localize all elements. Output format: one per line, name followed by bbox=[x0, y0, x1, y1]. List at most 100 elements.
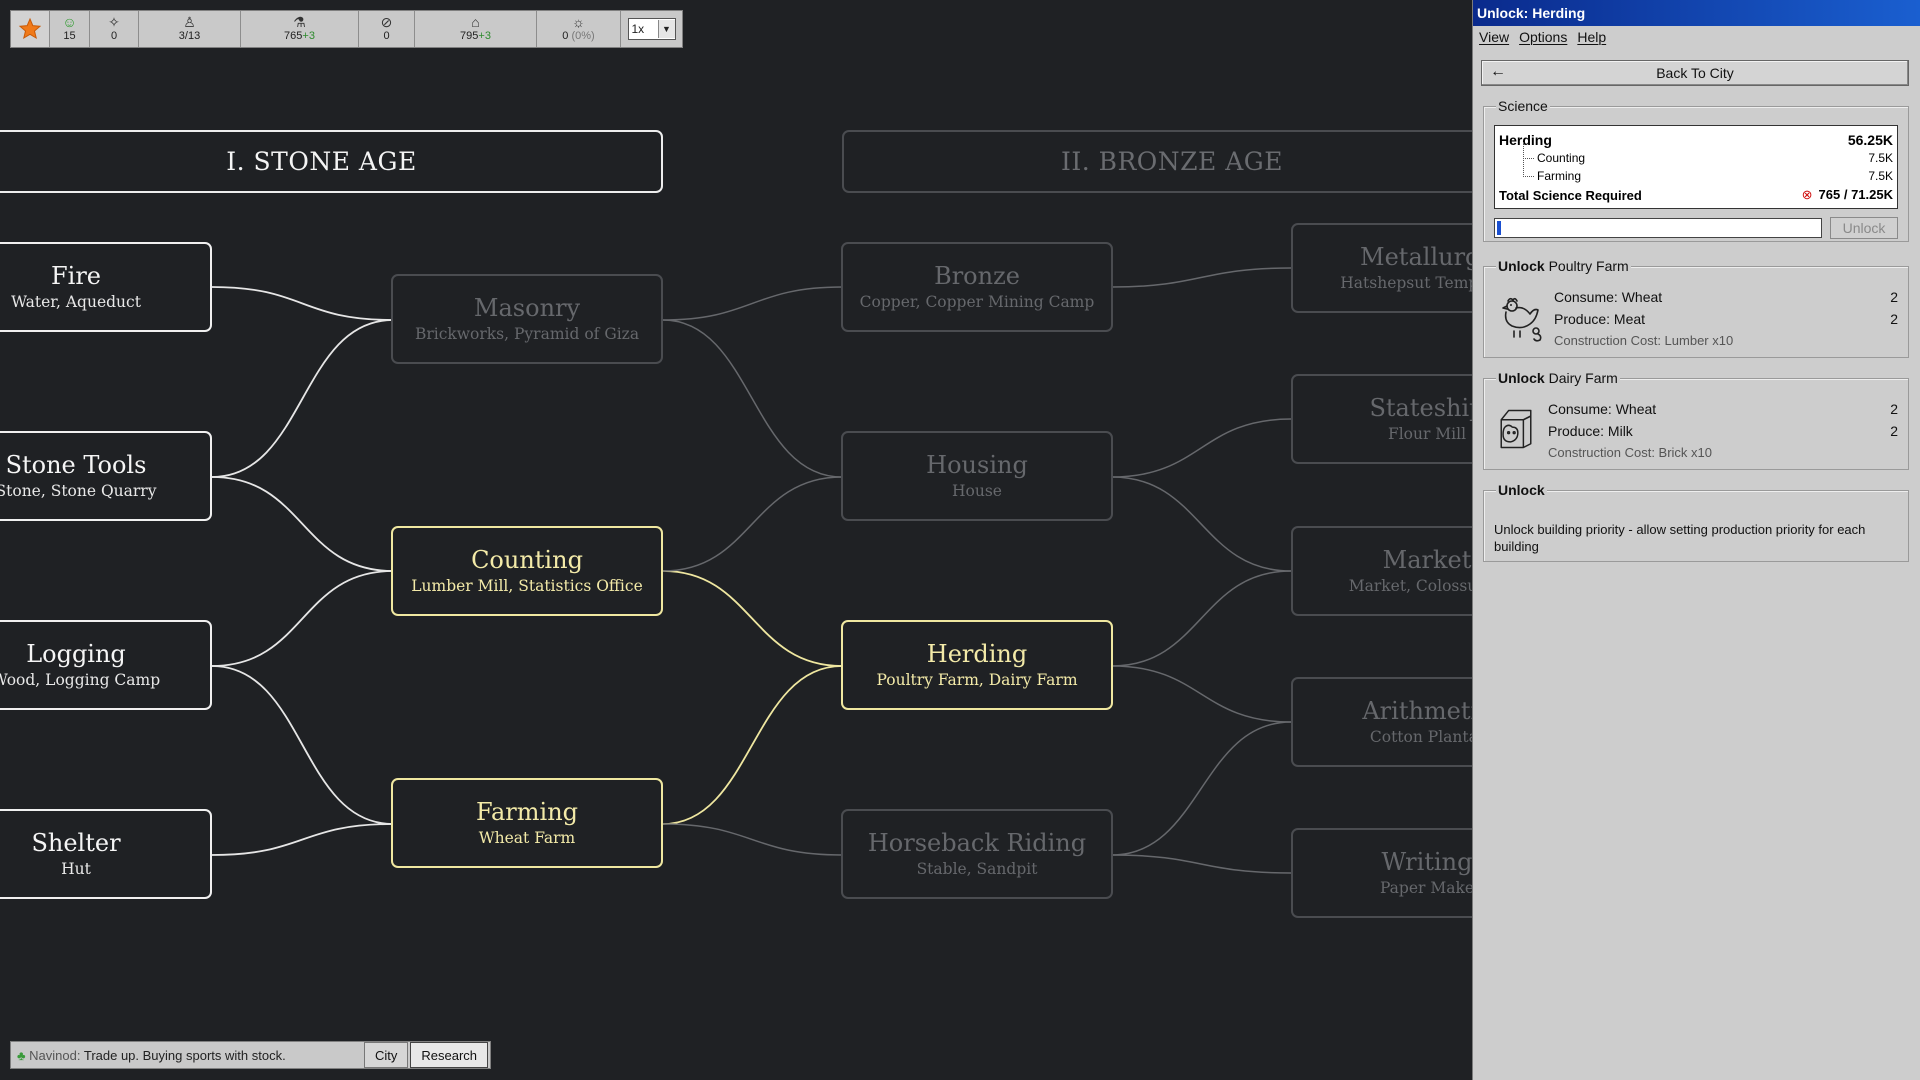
group-title: Unlock bbox=[1496, 482, 1547, 498]
tech-cost: 56.25K bbox=[1847, 132, 1893, 148]
arrow-left-icon: ← bbox=[1490, 63, 1506, 80]
science-breakdown: Herding 56.25K Counting 7.5K Farming 7.5… bbox=[1494, 125, 1898, 209]
tech-unlocks: Stable, Sandpit bbox=[916, 860, 1038, 878]
science-group: Science Herding 56.25K Counting 7.5K Far… bbox=[1483, 98, 1909, 242]
link-stonetools-counting bbox=[211, 476, 394, 572]
lightbulb-icon: ☼ bbox=[572, 14, 585, 30]
tech-node-metallurgy[interactable]: Metallurgy Hatshepsut Temple, B bbox=[1291, 223, 1472, 313]
city-view-button[interactable]: City bbox=[363, 1042, 409, 1068]
link-herding-market bbox=[1111, 570, 1292, 667]
construction-cost: Construction Cost: Lumber x10 bbox=[1554, 333, 1898, 348]
unlock-building-dairy-farm: Unlock Dairy Farm Consume: Wheat 2 Produ… bbox=[1483, 370, 1909, 470]
prereq-cost: 7.5K bbox=[1868, 169, 1893, 183]
feature-title: Unlock bbox=[1498, 482, 1545, 498]
tech-title: Metallurgy bbox=[1360, 243, 1472, 271]
panel-title: Unlock: Herding bbox=[1477, 5, 1586, 21]
link-farming-horseback bbox=[662, 823, 843, 856]
produce-row: Produce: Milk 2 bbox=[1548, 423, 1898, 439]
tech-title: Bronze bbox=[934, 262, 1020, 290]
tech-unlocks: Flour Mill bbox=[1387, 425, 1467, 443]
link-fire-masonry bbox=[211, 286, 394, 321]
speed-value: 1x bbox=[631, 22, 645, 36]
tech-node-writing[interactable]: Writing Paper Make bbox=[1291, 828, 1472, 918]
tech-unlocks: Hatshepsut Temple, B bbox=[1340, 274, 1472, 292]
unemployed-stat[interactable]: ⊘ 0 bbox=[359, 11, 415, 47]
produce-row: Produce: Meat 2 bbox=[1554, 311, 1898, 327]
tech-title: Farming bbox=[475, 798, 579, 826]
tech-unlocks: Brickworks, Pyramid of Giza bbox=[414, 325, 640, 343]
total-value: 765 / 71.25K bbox=[1818, 187, 1893, 202]
tech-node-housing[interactable]: Housing House bbox=[841, 431, 1113, 521]
power-stat[interactable]: ☼ 0 (0%) bbox=[537, 11, 621, 47]
science-stat[interactable]: ⚗ 765+3 bbox=[241, 11, 359, 47]
unlock-button[interactable]: Unlock bbox=[1830, 217, 1898, 239]
tech-unlocks: Lumber Mill, Statistics Office bbox=[411, 577, 643, 595]
tech-unlocks: Wheat Farm bbox=[478, 829, 576, 847]
error-circle-icon: ⊗ bbox=[1801, 187, 1813, 202]
tech-unlocks: Hut bbox=[61, 860, 91, 878]
tech-node-shelter[interactable]: Shelter Hut bbox=[0, 809, 212, 899]
tech-node-stone-tools[interactable]: Stone Tools Stone, Stone Quarry bbox=[0, 431, 212, 521]
tech-title: Writing bbox=[1381, 848, 1472, 876]
tech-tree-links bbox=[211, 267, 1292, 874]
population-stat[interactable]: ♙ 3/13 bbox=[139, 11, 241, 47]
tech-unlocks: Market, Colossus of bbox=[1348, 577, 1472, 595]
unlock-prefix: Unlock bbox=[1498, 370, 1545, 386]
tech-unlocks: Stone, Stone Quarry bbox=[0, 482, 157, 500]
age-header-stone: I. STONE AGE bbox=[0, 130, 663, 193]
research-view-button[interactable]: Research bbox=[410, 1042, 488, 1068]
tech-unlocks: Wood, Logging Camp bbox=[0, 671, 161, 689]
person-icon: ♙ bbox=[183, 14, 196, 30]
produce-label: Produce: Milk bbox=[1548, 423, 1633, 439]
tech-unlocks: Poultry Farm, Dairy Farm bbox=[876, 671, 1078, 689]
tech-title: Logging bbox=[26, 640, 126, 668]
ticker-text: Trade up. Buying sports with stock. bbox=[83, 1047, 286, 1063]
age-title: I. STONE AGE bbox=[226, 147, 417, 176]
tech-title: Shelter bbox=[31, 829, 121, 857]
tech-title: Counting bbox=[471, 546, 583, 574]
bank-icon: ⌂ bbox=[471, 14, 480, 30]
menu-help[interactable]: Help bbox=[1577, 29, 1607, 45]
tech-node-arithmetic[interactable]: Arithmetic Cotton Plantat bbox=[1291, 677, 1472, 767]
menu-view[interactable]: View bbox=[1479, 29, 1510, 45]
prereq-cost: 7.5K bbox=[1868, 151, 1893, 165]
happiness-stat[interactable]: ☺ 15 bbox=[50, 11, 90, 47]
tech-title: Stone Tools bbox=[5, 451, 147, 479]
consume-label: Consume: Wheat bbox=[1548, 401, 1657, 417]
tech-node-farming[interactable]: Farming Wheat Farm bbox=[391, 778, 663, 868]
smiley-icon: ☺ bbox=[62, 14, 77, 30]
link-housing-market bbox=[1111, 476, 1292, 572]
menu-options[interactable]: Options bbox=[1519, 29, 1568, 45]
consume-row: Consume: Wheat 2 bbox=[1548, 401, 1898, 417]
tech-name: Herding bbox=[1499, 132, 1552, 148]
flask-icon: ⚗ bbox=[293, 14, 306, 30]
tech-node-statesmanship[interactable]: Stateship Flour Mill bbox=[1291, 374, 1472, 464]
speed-select[interactable]: 1x ▼ bbox=[627, 18, 676, 40]
tech-unlocks: Cotton Plantat bbox=[1369, 728, 1472, 746]
tech-node-logging[interactable]: Logging Wood, Logging Camp bbox=[0, 620, 212, 710]
consume-label: Consume: Wheat bbox=[1554, 289, 1663, 305]
ticker-message: ♣ Navinod: Trade up. Buying sports with … bbox=[11, 1048, 364, 1063]
gold-stat[interactable]: ⌂ 795+3 bbox=[415, 11, 537, 47]
main-menu-button[interactable] bbox=[11, 11, 50, 47]
tech-node-herding[interactable]: Herding Poultry Farm, Dairy Farm bbox=[841, 620, 1113, 710]
unrest-value: 0 bbox=[110, 30, 118, 42]
star-icon bbox=[18, 17, 42, 40]
ticker-speaker: Navinod: bbox=[29, 1047, 81, 1063]
no-building-icon: ⊘ bbox=[380, 14, 393, 30]
tech-node-horseback-riding[interactable]: Horseback Riding Stable, Sandpit bbox=[841, 809, 1113, 899]
tech-node-market[interactable]: Market Market, Colossus of bbox=[1291, 526, 1472, 616]
tech-node-counting[interactable]: Counting Lumber Mill, Statistics Office bbox=[391, 526, 663, 616]
back-to-city-button[interactable]: ← Back To City bbox=[1481, 60, 1909, 86]
tech-node-masonry[interactable]: Masonry Brickworks, Pyramid of Giza bbox=[391, 274, 663, 364]
link-masonry-bronze bbox=[662, 286, 843, 321]
tech-node-bronze[interactable]: Bronze Copper, Copper Mining Camp bbox=[841, 242, 1113, 332]
news-ticker: ♣ Navinod: Trade up. Buying sports with … bbox=[10, 1041, 491, 1069]
tech-title: Masonry bbox=[473, 294, 581, 322]
produce-label: Produce: Meat bbox=[1554, 311, 1646, 327]
tech-node-fire[interactable]: Fire Water, Aqueduct bbox=[0, 242, 212, 332]
group-title: Science bbox=[1496, 98, 1550, 114]
unrest-stat[interactable]: ✧ 0 bbox=[90, 11, 139, 47]
chevron-down-icon: ▼ bbox=[657, 20, 675, 38]
link-housing-statesmanship bbox=[1111, 418, 1292, 478]
